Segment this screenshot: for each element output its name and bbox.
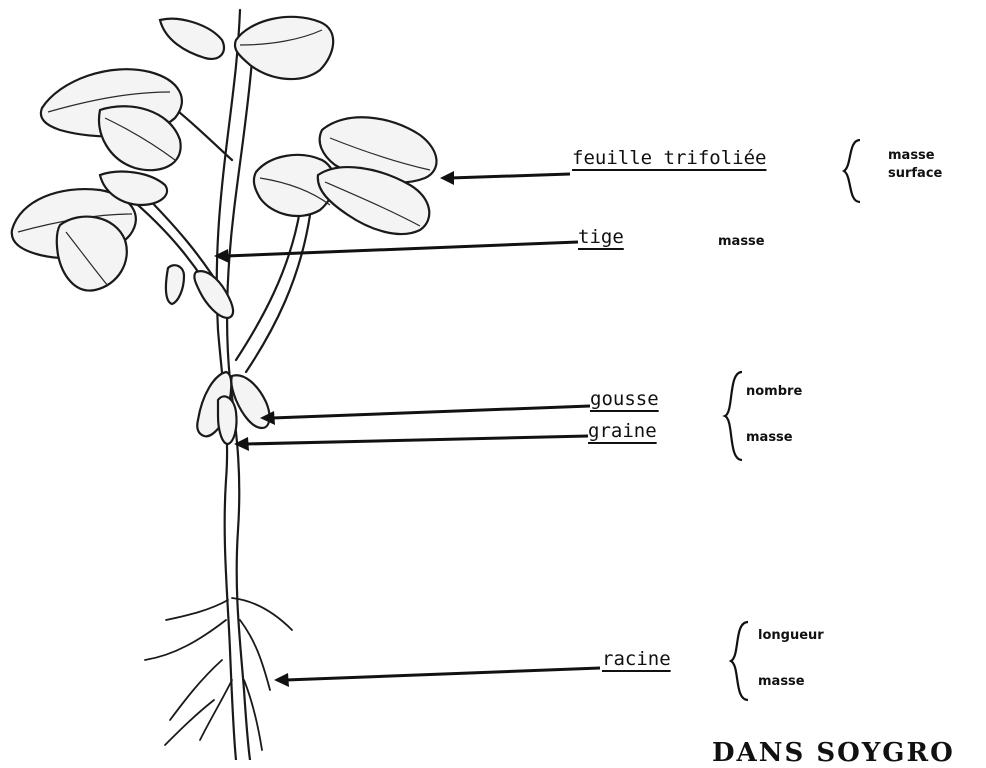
arrow-root — [274, 668, 600, 687]
label-leaf: feuille trifoliée — [572, 147, 766, 169]
arrow-stem — [214, 242, 578, 263]
brace-leaf — [840, 136, 864, 206]
prop-root-mass: masse — [758, 674, 805, 689]
prop-pod-number: nombre — [746, 384, 802, 399]
prop-seed-mass: masse — [746, 430, 793, 445]
arrow-pod — [260, 406, 590, 425]
prop-stem-mass: masse — [718, 234, 765, 249]
prop-root-length: longueur — [758, 628, 824, 643]
brace-pod-seed — [722, 368, 746, 464]
prop-leaf-mass: masse — [888, 148, 935, 163]
label-stem: tige — [578, 226, 624, 248]
arrow-seed — [234, 436, 588, 451]
label-root: racine — [602, 648, 671, 670]
arrow-leaf — [440, 171, 570, 185]
footer-caption: DANS SOYGRO — [712, 738, 955, 768]
prop-leaf-surface: surface — [888, 166, 942, 181]
label-pod: gousse — [590, 388, 659, 410]
label-seed: graine — [588, 420, 657, 442]
brace-root — [728, 618, 752, 704]
